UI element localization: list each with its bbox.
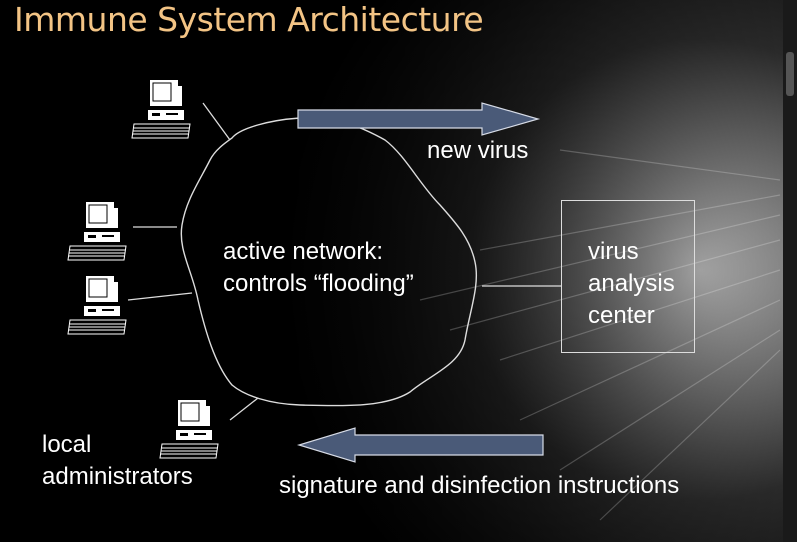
desktop-computer-icon bbox=[131, 80, 191, 139]
signature-arrow bbox=[296, 427, 544, 463]
network-label-line2: controls “flooding” bbox=[223, 270, 414, 297]
link-computer-4 bbox=[229, 397, 259, 421]
signature-label: signature and disinfection instructions bbox=[279, 472, 680, 499]
local-admin-line2: administrators bbox=[42, 463, 193, 490]
analysis-center-line3: center bbox=[588, 302, 655, 329]
scrollbar[interactable] bbox=[783, 0, 797, 542]
local-admin-line1: local bbox=[42, 431, 92, 458]
desktop-computer-icon bbox=[67, 202, 127, 261]
desktop-computer-icon bbox=[67, 276, 127, 335]
local-admin-label: local administrators bbox=[42, 429, 193, 493]
new-virus-arrow bbox=[297, 102, 541, 136]
link-computer-3 bbox=[127, 292, 193, 301]
analysis-center-line1: virus bbox=[588, 238, 639, 265]
desktop-computer-icon bbox=[159, 400, 219, 459]
network-label: active network: controls “flooding” bbox=[223, 236, 414, 300]
network-cloud bbox=[180, 116, 478, 407]
analysis-center-line2: analysis bbox=[588, 270, 675, 297]
connection-lines bbox=[127, 102, 561, 421]
link-computer-1 bbox=[202, 102, 231, 141]
scrollbar-thumb[interactable] bbox=[786, 52, 794, 96]
page-title: Immune System Architecture bbox=[14, 0, 484, 39]
network-label-line1: active network: bbox=[223, 238, 384, 265]
analysis-center-label: virus analysis center bbox=[588, 236, 675, 332]
new-virus-label: new virus bbox=[427, 137, 529, 164]
analysis-center-box bbox=[561, 200, 695, 353]
